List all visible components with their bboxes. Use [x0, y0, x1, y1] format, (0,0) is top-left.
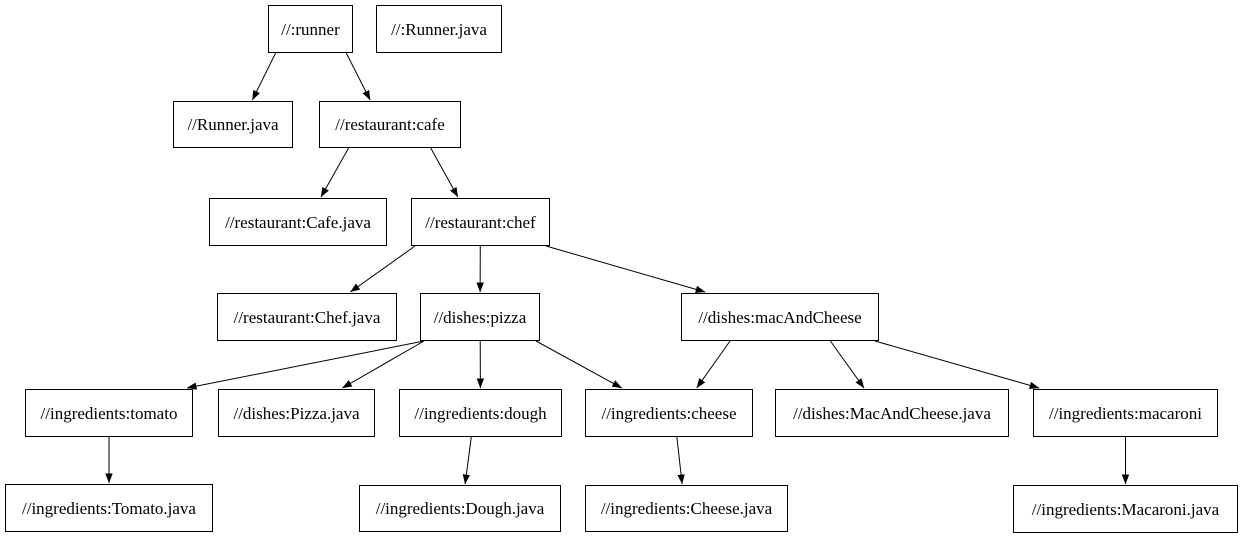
graph-node-dough: //ingredients:dough [399, 389, 562, 437]
graph-edge-chef-to-mac-and-cheese [545, 245, 706, 293]
graph-node-runner: //:runner [268, 5, 353, 53]
graph-edge-pizza-to-cheese [535, 340, 623, 389]
graph-node-chef: //restaurant:chef [411, 198, 550, 246]
graph-edge-chef-to-chef-java [350, 245, 416, 293]
graph-node-cafe-java: //restaurant:Cafe.java [209, 198, 387, 246]
graph-edge-mac-and-cheese-to-mac-and-cheese-java [829, 340, 865, 389]
graph-edge-pizza-to-pizza-java [342, 340, 425, 389]
graph-node-pizza-java: //dishes:Pizza.java [218, 389, 375, 437]
graph-node-cheese: //ingredients:cheese [585, 389, 753, 437]
graph-edge-mac-and-cheese-to-macaroni [874, 340, 1040, 389]
graph-node-runner-java: //Runner.java [173, 101, 293, 148]
graph-node-cheese-java: //ingredients:Cheese.java [585, 485, 788, 532]
graph-node-cafe: //restaurant:cafe [319, 101, 461, 148]
graph-edge-cafe-to-chef [430, 147, 459, 198]
graph-node-dough-java: //ingredients:Dough.java [359, 485, 561, 532]
graph-node-mac-and-cheese-java: //dishes:MacAndCheese.java [775, 389, 1009, 437]
graph-node-chef-java: //restaurant:Chef.java [217, 293, 397, 341]
graph-node-macaroni-java: //ingredients:Macaroni.java [1013, 485, 1238, 533]
graph-node-tomato-java: //ingredients:Tomato.java [5, 484, 213, 532]
graph-edge-runner-to-cafe [345, 52, 371, 101]
graph-node-macaroni: //ingredients:macaroni [1033, 389, 1218, 437]
graph-node-runner-java-file: //:Runner.java [376, 5, 502, 53]
graph-edge-cafe-to-cafe-java [320, 147, 350, 198]
graph-edge-mac-and-cheese-to-cheese [696, 340, 731, 389]
graph-edge-runner-to-runner-java [251, 52, 277, 101]
graph-edge-cheese-to-cheese-java [676, 436, 685, 485]
graph-edge-pizza-to-tomato [186, 340, 425, 390]
graph-node-pizza: //dishes:pizza [420, 293, 540, 341]
graph-node-tomato: //ingredients:tomato [25, 389, 193, 437]
graph-node-mac-and-cheese: //dishes:macAndCheese [681, 293, 879, 341]
graph-edge-dough-to-dough-java [462, 436, 472, 485]
